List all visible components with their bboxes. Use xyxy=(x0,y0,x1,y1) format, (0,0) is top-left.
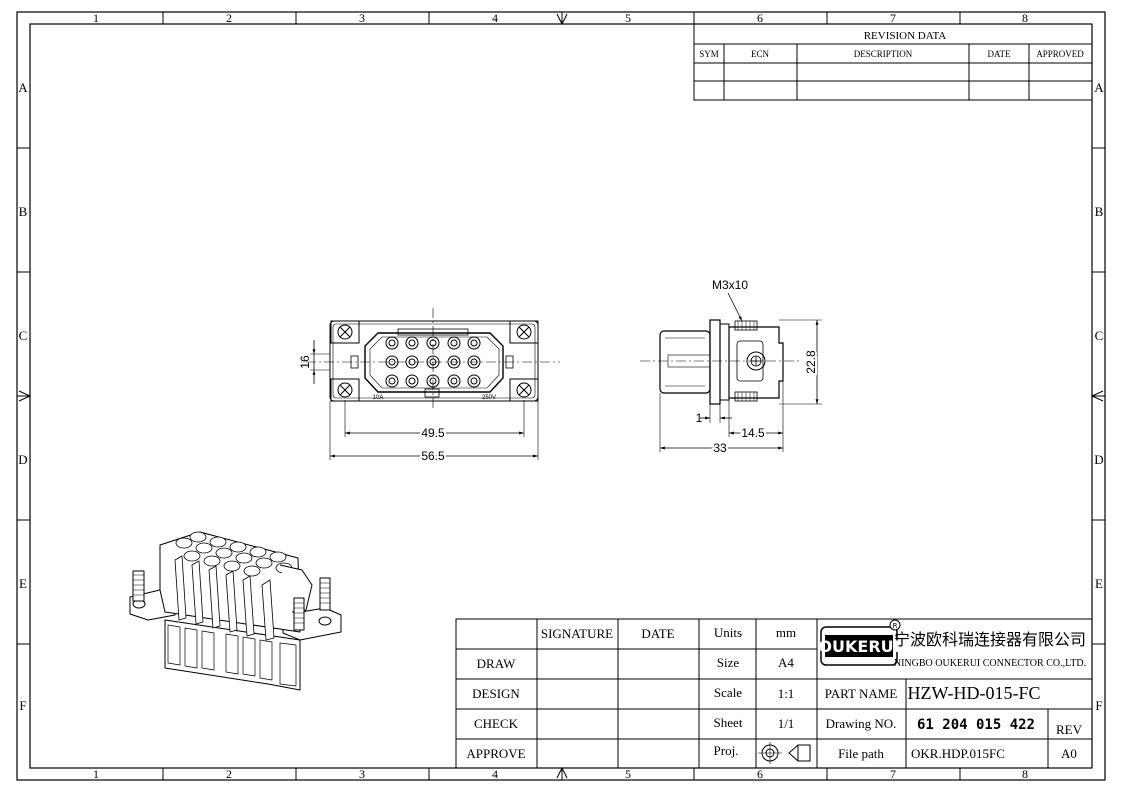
svg-text:8: 8 xyxy=(1022,767,1028,781)
scale-value: 1:1 xyxy=(778,686,795,701)
company-name-cn: 宁波欧科瑞连接器有限公司 xyxy=(894,630,1086,649)
svg-text:D: D xyxy=(1094,452,1103,467)
dim-22-8: 22.8 xyxy=(804,350,818,374)
dim-16: 16 xyxy=(298,355,312,369)
zone-ticks xyxy=(17,12,1105,780)
svg-text:C: C xyxy=(1095,328,1104,343)
side-view-dimensions: M3x10 22.8 1 14.5 33 xyxy=(696,278,820,457)
rev-value: A0 xyxy=(1061,746,1077,761)
part-name-value: HZW-HD-015-FC xyxy=(908,683,1041,703)
dim-m3x10: M3x10 xyxy=(712,278,748,292)
svg-text:7: 7 xyxy=(890,767,896,781)
side-view xyxy=(640,292,822,452)
isometric-view xyxy=(129,531,342,691)
dim-49-5: 49.5 xyxy=(421,426,445,440)
front-view xyxy=(306,308,560,460)
svg-text:OUKERUI: OUKERUI xyxy=(818,637,899,656)
svg-text:A: A xyxy=(18,80,28,95)
file-path-value: OKR.HDP.015FC xyxy=(911,746,1005,761)
svg-text:4: 4 xyxy=(492,767,498,781)
row-design: DESIGN xyxy=(472,686,520,701)
revision-title: REVISION DATA xyxy=(864,30,947,42)
svg-text:E: E xyxy=(1095,576,1103,591)
title-block: SIGNATURE DATE DRAW DESIGN CHECK APPROVE… xyxy=(455,618,1093,769)
row-draw: DRAW xyxy=(477,656,516,671)
rev-header-description: DESCRIPTION xyxy=(854,49,913,59)
signature-header: SIGNATURE xyxy=(541,626,613,641)
company-logo: OUKERUI R xyxy=(818,619,901,666)
svg-text:A: A xyxy=(1094,80,1104,95)
part-name-label: PART NAME xyxy=(825,686,898,701)
sheet-value: 1/1 xyxy=(778,716,795,731)
rev-header-approved: APPROVED xyxy=(1036,49,1084,59)
revision-table: REVISION DATA SYM ECN DESCRIPTION DATE A… xyxy=(693,23,1093,101)
column-labels-top: 1 2 3 4 5 6 7 8 xyxy=(93,11,1028,25)
units-value: mm xyxy=(776,625,796,640)
svg-text:1: 1 xyxy=(93,11,99,25)
units-label: Units xyxy=(714,625,742,640)
svg-text:B: B xyxy=(1095,204,1104,219)
svg-text:1: 1 xyxy=(93,767,99,781)
scale-label: Scale xyxy=(714,685,742,700)
column-labels-bottom: 1 2 3 4 5 6 7 8 xyxy=(93,767,1028,781)
svg-text:E: E xyxy=(19,576,27,591)
dim-56-5: 56.5 xyxy=(421,449,445,463)
date-header: DATE xyxy=(641,626,674,641)
rev-label: REV xyxy=(1056,722,1083,737)
drawing-no-label: Drawing NO. xyxy=(826,716,897,731)
svg-text:F: F xyxy=(1095,698,1102,713)
sheet-label: Sheet xyxy=(714,715,743,730)
svg-text:2: 2 xyxy=(226,11,232,25)
svg-text:4: 4 xyxy=(492,11,498,25)
svg-text:7: 7 xyxy=(890,11,896,25)
svg-text:3: 3 xyxy=(359,767,365,781)
svg-text:5: 5 xyxy=(625,11,631,25)
svg-text:6: 6 xyxy=(757,767,763,781)
company-name-en: NINGBO OUKERUI CONNECTOR CO.,LTD. xyxy=(894,658,1086,669)
dim-33: 33 xyxy=(713,441,727,455)
proj-label: Proj. xyxy=(714,743,739,758)
svg-text:2: 2 xyxy=(226,767,232,781)
svg-text:B: B xyxy=(19,204,28,219)
size-value: A4 xyxy=(778,655,794,670)
row-labels-right: A B C D E F xyxy=(1094,80,1104,713)
dim-14-5: 14.5 xyxy=(741,426,765,440)
svg-text:6: 6 xyxy=(757,11,763,25)
row-approve: APPROVE xyxy=(466,746,525,761)
front-view-dimensions: 16 49.5 56.5 10A 250V xyxy=(298,355,496,465)
rev-header-date: DATE xyxy=(988,49,1011,59)
size-label: Size xyxy=(717,655,740,670)
svg-text:C: C xyxy=(19,328,28,343)
drawing-no-value: 61 204 015 422 xyxy=(917,717,1035,733)
svg-text:3: 3 xyxy=(359,11,365,25)
face-mark-right: 250V xyxy=(482,395,496,401)
rev-header-ecn: ECN xyxy=(751,49,770,59)
dim-1: 1 xyxy=(696,411,703,425)
file-path-label: File path xyxy=(838,746,884,761)
svg-text:5: 5 xyxy=(625,767,631,781)
svg-text:D: D xyxy=(18,452,27,467)
row-check: CHECK xyxy=(474,716,519,731)
svg-text:F: F xyxy=(19,698,26,713)
row-labels-left: A B C D E F xyxy=(18,80,28,713)
third-angle-projection-icon xyxy=(758,742,811,764)
rev-header-sym: SYM xyxy=(699,49,719,59)
svg-text:8: 8 xyxy=(1022,11,1028,25)
face-mark-left: 10A xyxy=(373,395,384,401)
svg-text:R: R xyxy=(893,622,898,630)
